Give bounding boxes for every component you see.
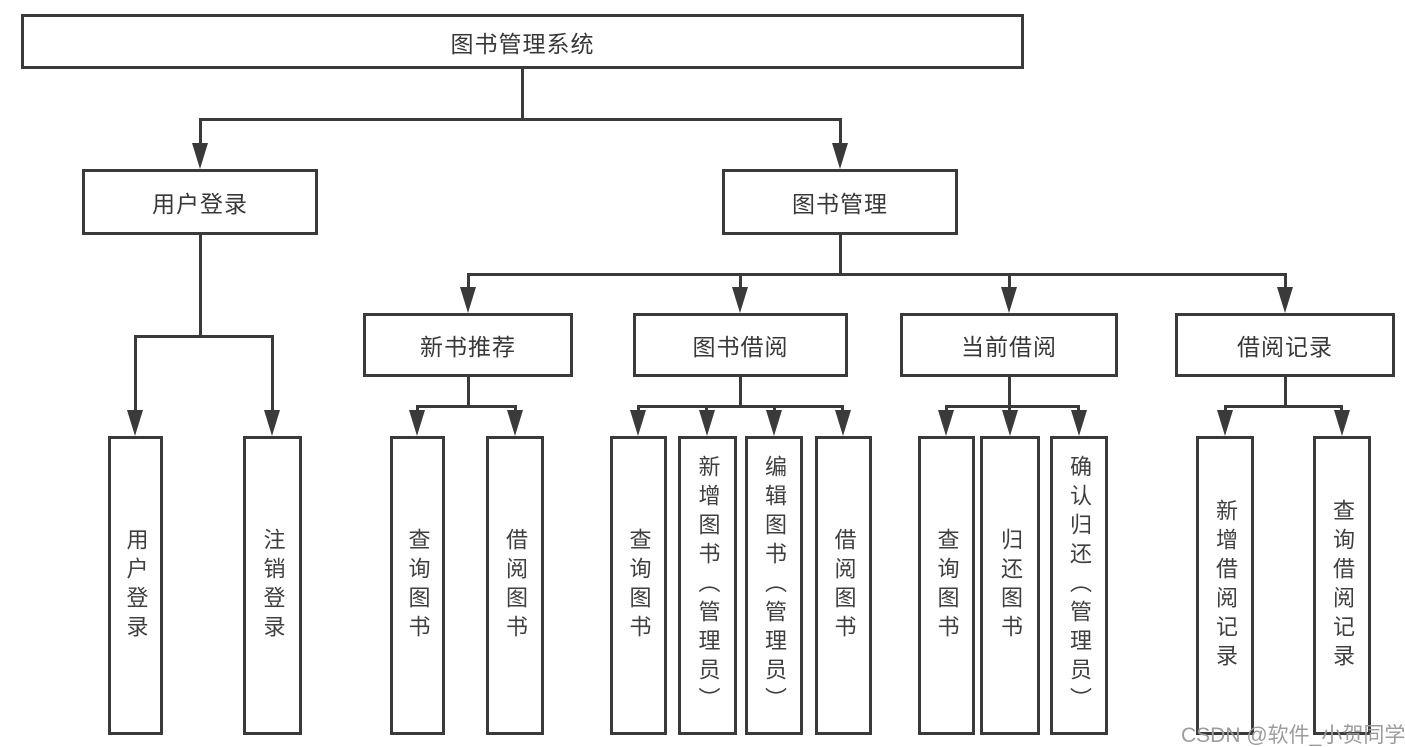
leaf-borrow-books-recommend: 借阅图书 (486, 436, 544, 735)
connector-stub (739, 377, 742, 408)
connector-root-stub (521, 69, 524, 121)
connector-stem (1008, 276, 1011, 289)
leaf-edit-book-admin-label: 编辑图书（管理员） (762, 455, 787, 716)
connector-stub (1284, 377, 1287, 408)
node-book-management: 图书管理 (722, 169, 958, 235)
node-borrowing-records-label: 借阅记录 (1237, 334, 1333, 360)
leaf-query-books-borrowing-label: 查询图书 (626, 527, 652, 644)
node-new-book-recommendation: 新书推荐 (363, 313, 573, 377)
arrow-down-icon (766, 410, 782, 436)
watermark: CSDN @软件_小贺同学 (1181, 724, 1405, 747)
arrow-down-icon (699, 410, 715, 436)
connector-stem (839, 121, 842, 145)
node-current-borrowing: 当前借阅 (900, 313, 1118, 377)
leaf-query-borrow-record: 查询借阅记录 (1313, 436, 1371, 735)
arrow-down-icon (1071, 410, 1087, 436)
leaf-query-books-recommend-label: 查询图书 (405, 527, 431, 644)
connector-stem (271, 338, 274, 412)
node-current-borrowing-label: 当前借阅 (961, 334, 1057, 360)
leaf-add-borrow-record: 新增借阅记录 (1196, 436, 1254, 735)
leaf-query-books-recommend: 查询图书 (390, 436, 445, 735)
leaf-add-borrow-record-label: 新增借阅记录 (1213, 498, 1238, 673)
node-user-login: 用户登录 (82, 169, 318, 235)
connector-stem (739, 276, 742, 289)
connector-book-management-stub (839, 235, 842, 276)
node-library-system: 图书管理系统 (21, 14, 1024, 69)
connector-splitter (637, 405, 844, 408)
arrow-down-icon (938, 410, 954, 436)
connector-book-management-splitter (467, 273, 1287, 276)
node-book-borrowing-label: 图书借阅 (692, 334, 789, 360)
leaf-query-books-current: 查询图书 (918, 436, 975, 735)
arrow-down-icon (832, 143, 848, 169)
arrow-down-icon (630, 410, 646, 436)
leaf-user-login: 用户登录 (108, 436, 163, 735)
leaf-add-book-admin: 新增图书（管理员） (678, 436, 737, 735)
leaf-query-books-current-label: 查询图书 (934, 527, 960, 644)
leaf-add-book-admin-label: 新增图书（管理员） (695, 455, 721, 716)
node-new-book-recommendation-label: 新书推荐 (420, 334, 516, 360)
connector-splitter (416, 405, 517, 408)
leaf-logout: 注销登录 (243, 436, 302, 735)
node-book-borrowing: 图书借阅 (633, 313, 848, 377)
arrow-down-icon (835, 410, 851, 436)
leaf-query-books-borrowing: 查询图书 (610, 436, 667, 735)
arrow-down-icon (507, 410, 523, 436)
arrow-down-icon (1002, 410, 1018, 436)
leaf-user-login-label: 用户登录 (123, 527, 149, 644)
arrow-down-icon (1334, 410, 1350, 436)
leaf-borrow-books-recommend-label: 借阅图书 (503, 527, 528, 644)
connector-user-login-splitter (134, 335, 274, 338)
arrow-down-icon (409, 410, 425, 436)
connector-root-splitter (199, 118, 842, 121)
arrow-down-icon (127, 410, 143, 436)
arrow-down-icon (1217, 410, 1233, 436)
connector-stem (199, 121, 202, 145)
leaf-borrow-books-label: 借阅图书 (831, 527, 857, 644)
leaf-return-book: 归还图书 (980, 436, 1040, 735)
arrow-down-icon (264, 410, 280, 436)
arrow-down-icon (460, 287, 476, 313)
connector-user-login-stub (199, 235, 202, 338)
leaf-query-borrow-record-label: 查询借阅记录 (1330, 498, 1355, 673)
node-borrowing-records: 借阅记录 (1175, 313, 1395, 377)
node-library-system-label: 图书管理系统 (450, 30, 595, 57)
leaf-borrow-books: 借阅图书 (815, 436, 872, 735)
node-book-management-label: 图书管理 (792, 191, 888, 217)
leaf-return-book-label: 归还图书 (998, 527, 1023, 644)
connector-stem (1284, 276, 1287, 289)
connector-splitter (1224, 405, 1343, 408)
leaf-edit-book-admin: 编辑图书（管理员） (745, 436, 803, 735)
leaf-logout-label: 注销登录 (260, 527, 286, 644)
arrow-down-icon (732, 287, 748, 313)
connector-splitter (945, 405, 1080, 408)
leaf-confirm-return-admin-label: 确认归还（管理员） (1067, 455, 1092, 716)
arrow-down-icon (1001, 287, 1017, 313)
connector-stub (1008, 377, 1011, 408)
arrow-down-icon (1277, 287, 1293, 313)
node-user-login-label: 用户登录 (152, 191, 248, 217)
connector-stem (467, 276, 470, 289)
leaf-confirm-return-admin: 确认归还（管理员） (1050, 436, 1108, 735)
connector-stub (467, 377, 470, 408)
connector-stem (134, 338, 137, 412)
arrow-down-icon (192, 143, 208, 169)
